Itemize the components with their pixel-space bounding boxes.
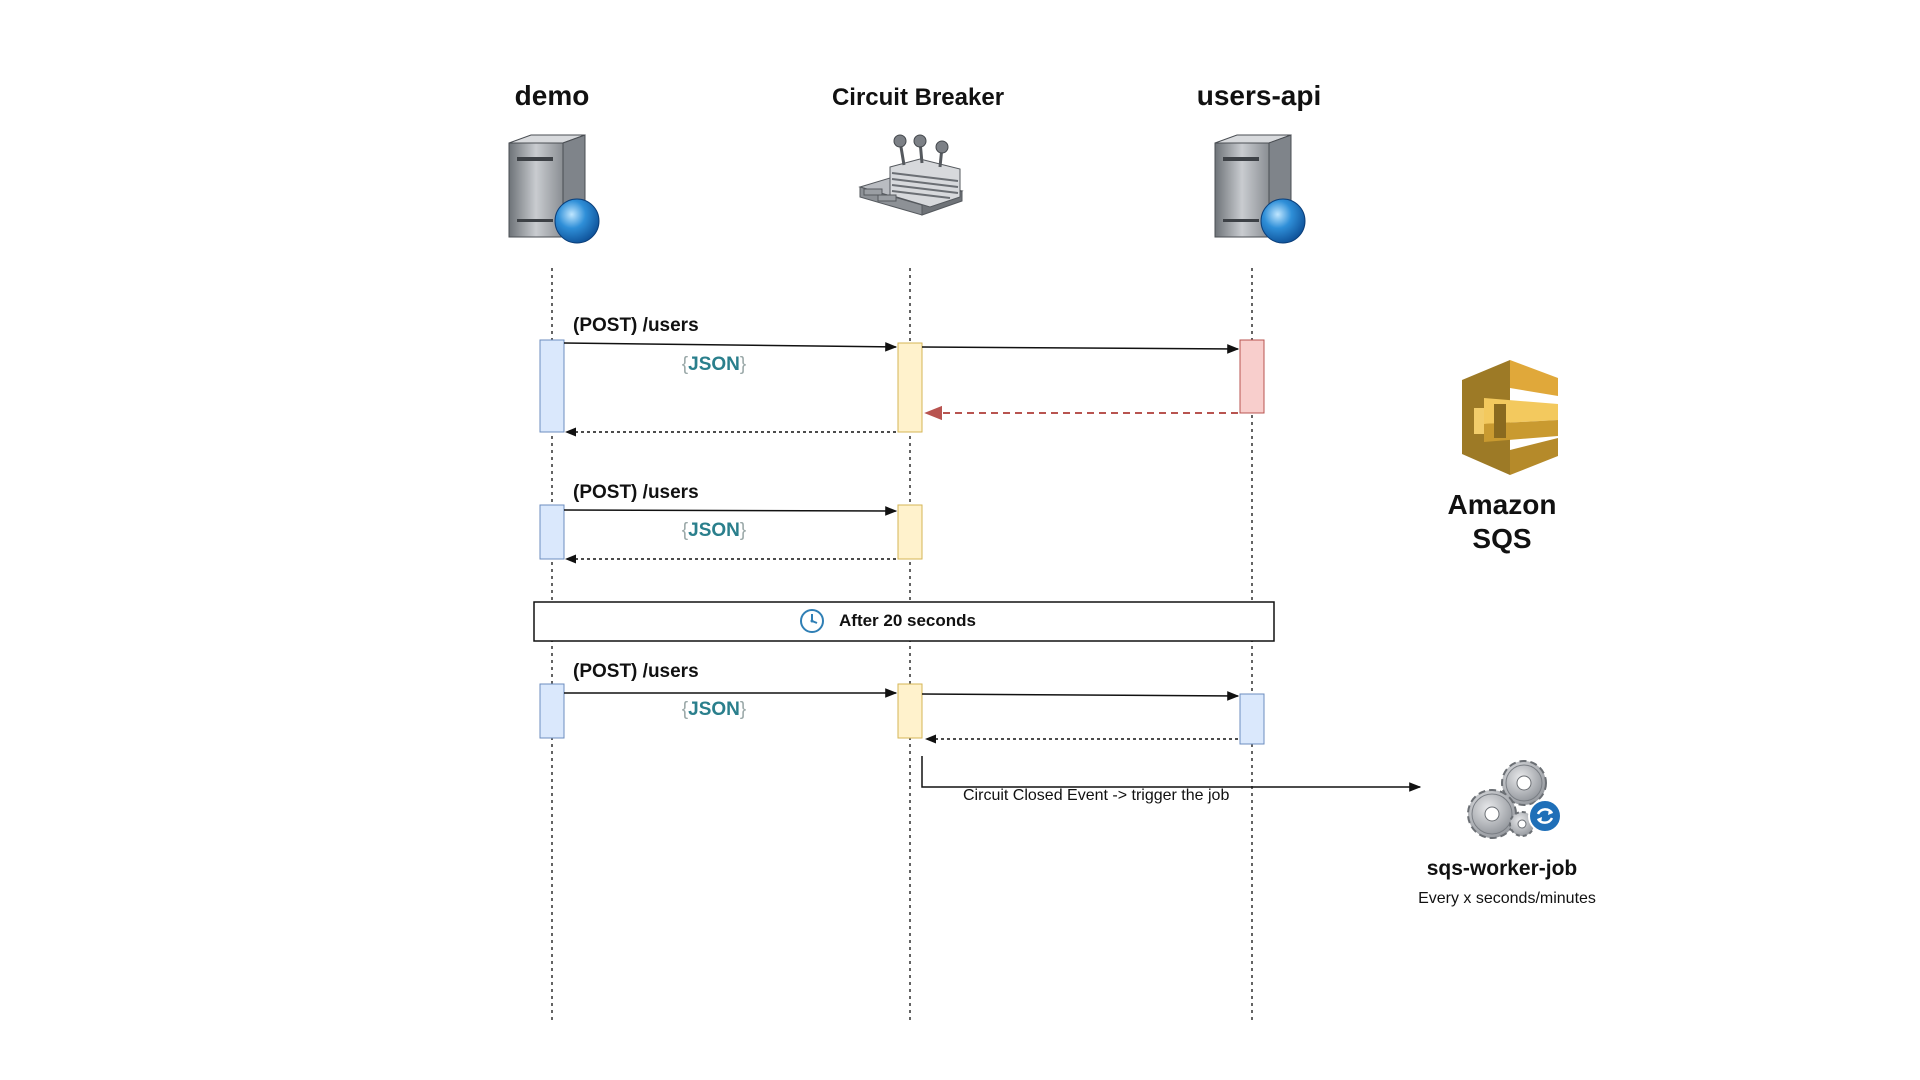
json-payload-3: {JSON} <box>682 699 746 721</box>
arrow-circuit-closed-event <box>921 756 1422 792</box>
activation-users-api-error <box>1239 339 1265 414</box>
participant-demo: demo <box>514 80 590 111</box>
message-label-request-3: (POST) /users <box>573 661 699 682</box>
json-payload-1: {JSON} <box>682 354 746 376</box>
arrow-forward-1 <box>921 344 1240 354</box>
json-brace-close: } <box>739 520 747 541</box>
activation-demo-1 <box>539 339 565 433</box>
sqs-title-line1: Amazon <box>1447 489 1557 520</box>
timer-frame <box>533 601 1275 642</box>
json-payload-2: {JSON} <box>682 520 746 542</box>
message-label-request-1: (POST) /users <box>573 315 699 336</box>
arrow-forward-3 <box>921 691 1240 701</box>
circuit-closed-event-label: Circuit Closed Event -> trigger the job <box>963 787 1230 804</box>
amazon-sqs-icon <box>1462 360 1558 475</box>
worker-title: sqs-worker-job <box>1426 857 1578 880</box>
timer-label: After 20 seconds <box>839 611 976 630</box>
participant-circuit-breaker: Circuit Breaker <box>831 84 1005 111</box>
json-label: JSON <box>688 699 740 720</box>
activation-demo-3 <box>539 683 565 739</box>
activation-demo-2 <box>539 504 565 560</box>
arrow-request-2 <box>563 506 898 516</box>
json-label: JSON <box>688 520 740 541</box>
json-brace-open: { <box>681 520 689 541</box>
server-globe-icon <box>508 134 600 244</box>
sqs-title: Amazon SQS <box>1448 488 1557 556</box>
sqs-title-line2: SQS <box>1472 523 1532 554</box>
json-brace-close: } <box>739 354 747 375</box>
worker-subtitle: Every x seconds/minutes <box>1418 890 1596 907</box>
activation-breaker-2 <box>897 504 923 560</box>
message-label-request-2: (POST) /users <box>573 482 699 503</box>
participant-users-api: users-api <box>1196 80 1322 111</box>
json-brace-open: { <box>681 699 689 720</box>
json-brace-close: } <box>739 699 747 720</box>
gears-icon <box>1467 760 1562 839</box>
circuit-breaker-icon <box>858 134 964 216</box>
json-label: JSON <box>688 354 740 375</box>
json-brace-open: { <box>681 354 689 375</box>
activation-breaker-1 <box>897 342 923 433</box>
activation-breaker-3 <box>897 683 923 739</box>
server-globe-icon <box>1214 134 1306 244</box>
arrow-request-1 <box>563 342 898 352</box>
activation-users-api-ok <box>1239 693 1265 745</box>
clock-icon <box>800 609 824 633</box>
